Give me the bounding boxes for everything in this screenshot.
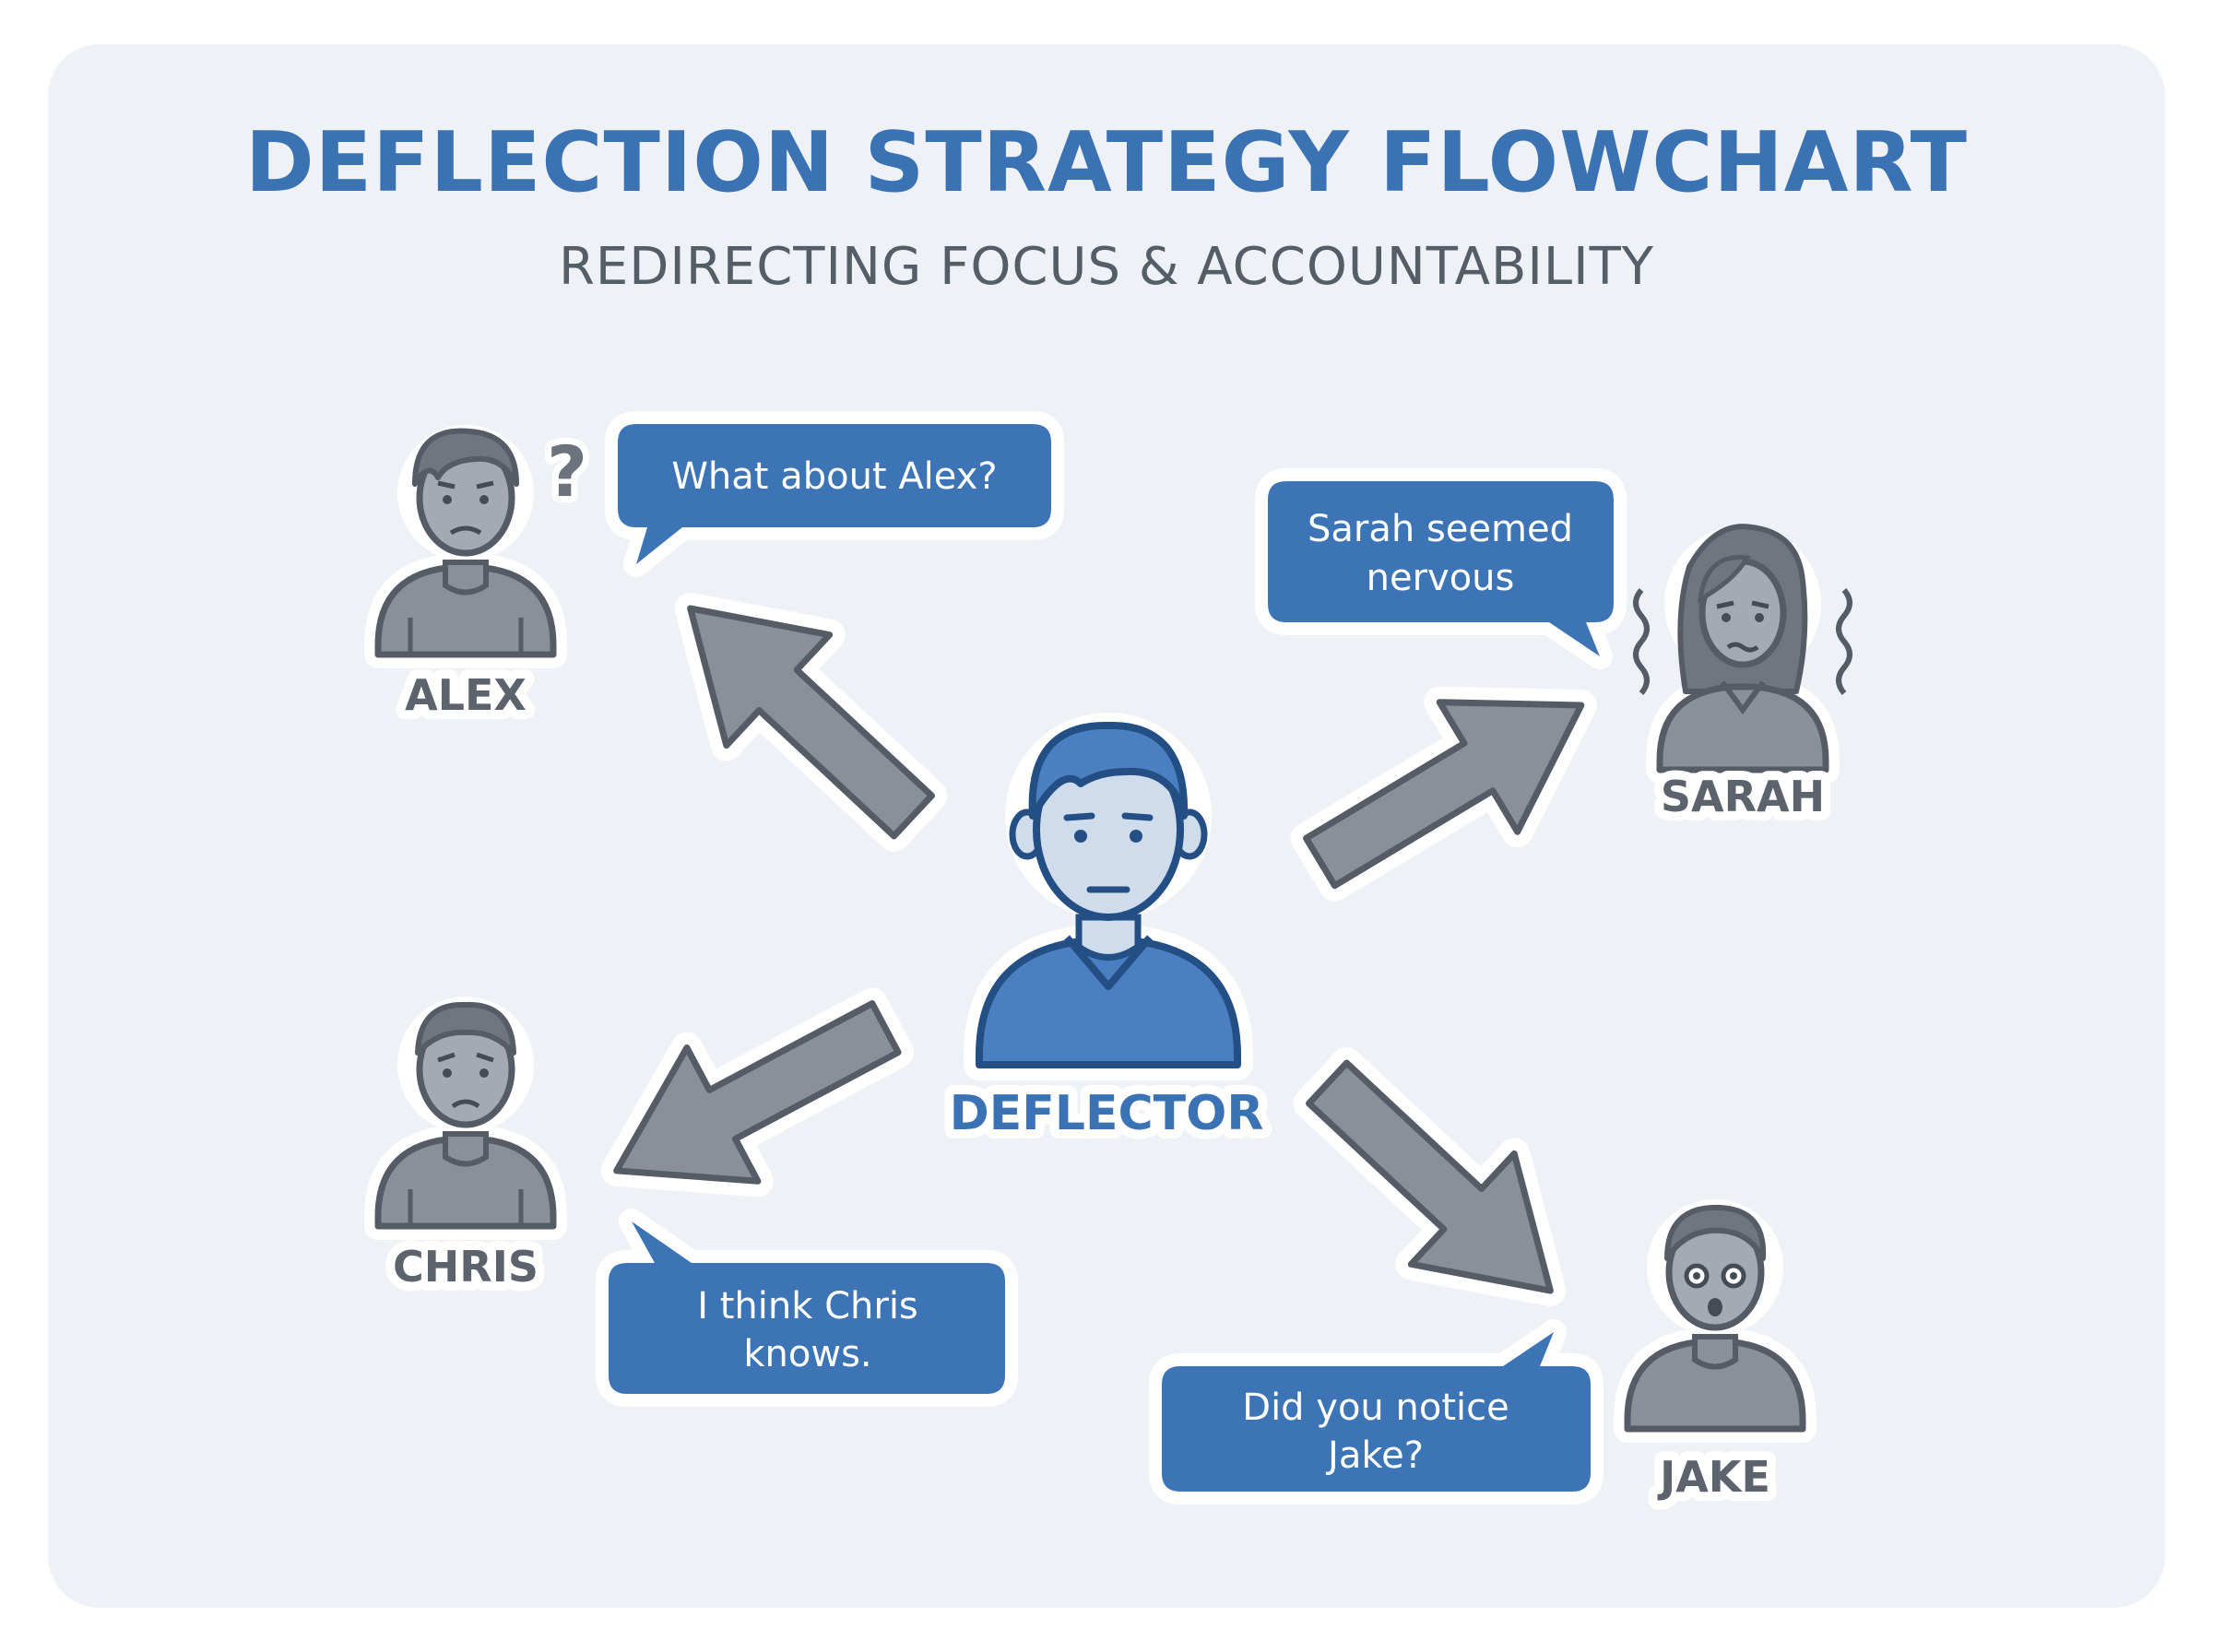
arrow-to-jake xyxy=(1293,1047,1567,1307)
person-worried-icon xyxy=(364,997,567,1240)
sarah-avatar xyxy=(1633,524,1852,784)
jake-avatar xyxy=(1614,1199,1817,1443)
sarah-speech-bubble: Sarah seemed nervous xyxy=(1255,468,1627,669)
person-confused-icon xyxy=(364,425,567,668)
alex-label: ALEX xyxy=(405,670,527,720)
arrow-to-chris xyxy=(600,987,915,1198)
question-mark-icon: ? xyxy=(547,431,587,513)
jake-label: JAKE xyxy=(1657,1452,1770,1502)
sarah-label: SARAH xyxy=(1661,772,1825,821)
person-surprised-icon xyxy=(1614,1199,1817,1443)
page-title: DEFLECTION STRATEGY FLOWCHART xyxy=(244,114,1969,211)
deflector-label: DEFLECTOR xyxy=(950,1086,1264,1141)
arrow-to-alex xyxy=(674,592,948,852)
deflector-avatar xyxy=(964,713,1253,1080)
person-neutral-icon xyxy=(964,713,1253,1080)
alex-bubble-line-1: What about Alex? xyxy=(671,455,997,498)
sarah-bubble-line-2: nervous xyxy=(1367,557,1515,599)
chris-speech-bubble: I think Chris knows. xyxy=(596,1209,1018,1407)
chris-avatar xyxy=(364,997,567,1240)
chris-bubble-line-2: knows. xyxy=(743,1333,871,1375)
chris-bubble-line-1: I think Chris xyxy=(697,1285,918,1328)
jake-speech-bubble: Did you notice Jake? xyxy=(1149,1319,1604,1504)
nervous-left-lines xyxy=(1633,588,1650,695)
arrow-to-sarah xyxy=(1290,686,1597,902)
page-subtitle: REDIRECTING FOCUS & ACCOUNTABILITY xyxy=(558,237,1655,297)
chris-label: CHRIS xyxy=(393,1242,538,1292)
alex-avatar xyxy=(364,425,567,668)
jake-bubble-line-2: Jake? xyxy=(1325,1434,1424,1477)
alex-speech-bubble: What about Alex? xyxy=(605,411,1064,577)
jake-bubble-line-1: Did you notice xyxy=(1242,1386,1509,1429)
person-nervous-icon xyxy=(1646,524,1840,784)
nervous-right-lines xyxy=(1836,588,1852,695)
sarah-bubble-line-1: Sarah seemed xyxy=(1308,508,1573,550)
